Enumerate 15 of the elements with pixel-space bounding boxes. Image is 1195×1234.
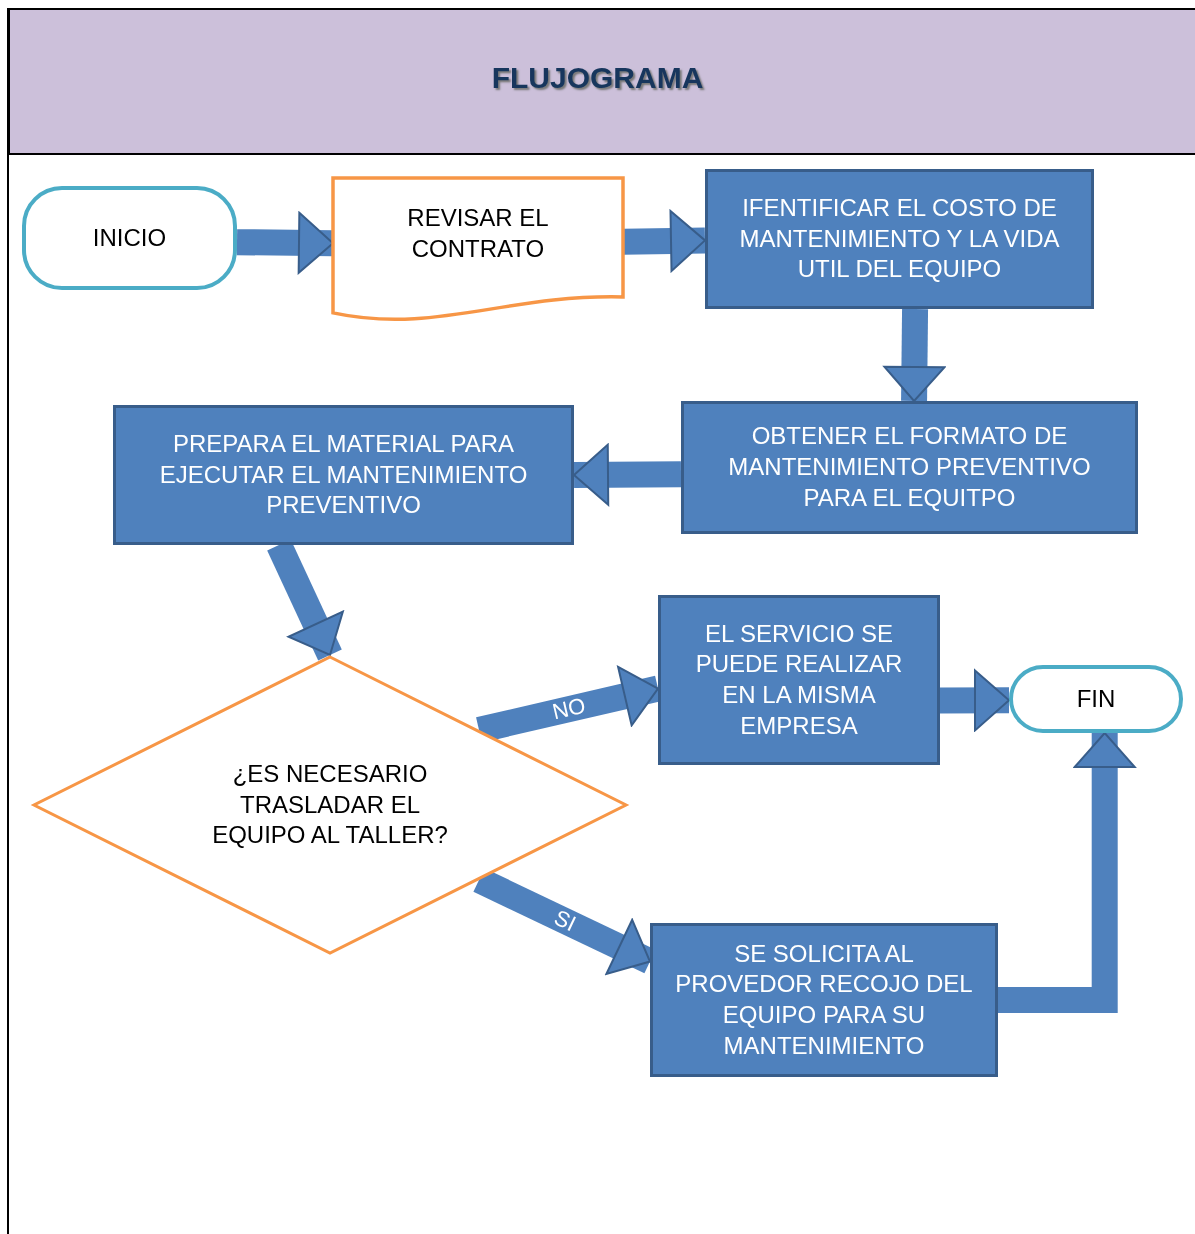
process-box: SE SOLICITA AL PROVEDOR RECOJO DEL EQUIPO PARA SU MANTENIMIENTO (650, 923, 998, 1077)
edge-label: SI (548, 903, 581, 939)
diagram-title: FLUJOGRAMA (491, 60, 704, 95)
terminal-pill: INICIO (22, 186, 237, 290)
terminal-pill: FIN (1009, 665, 1183, 733)
process-box: IFENTIFICAR EL COSTO DE MANTENIMIENTO Y LA VIDA UTIL DEL EQUIPO (705, 169, 1094, 309)
edge-label: NO (548, 692, 589, 727)
process-box: PREPARA EL MATERIAL PARA EJECUTAR EL MANTENIMIENTO PREVENTIVO (113, 405, 574, 545)
block-arrow (940, 669, 1010, 732)
process-box: EL SERVICIO SE PUEDE REALIZAR EN LA MISMA EMPRESA (658, 595, 940, 765)
block-arrow (998, 732, 1136, 1013)
document-shape: REVISAR EL CONTRATO (333, 178, 623, 323)
process-box: OBTENER EL FORMATO DE MANTENIMIENTO PREVENTIVO PARA EL EQUITPO (681, 401, 1138, 534)
block-arrow (883, 308, 946, 402)
block-arrow (573, 443, 682, 506)
